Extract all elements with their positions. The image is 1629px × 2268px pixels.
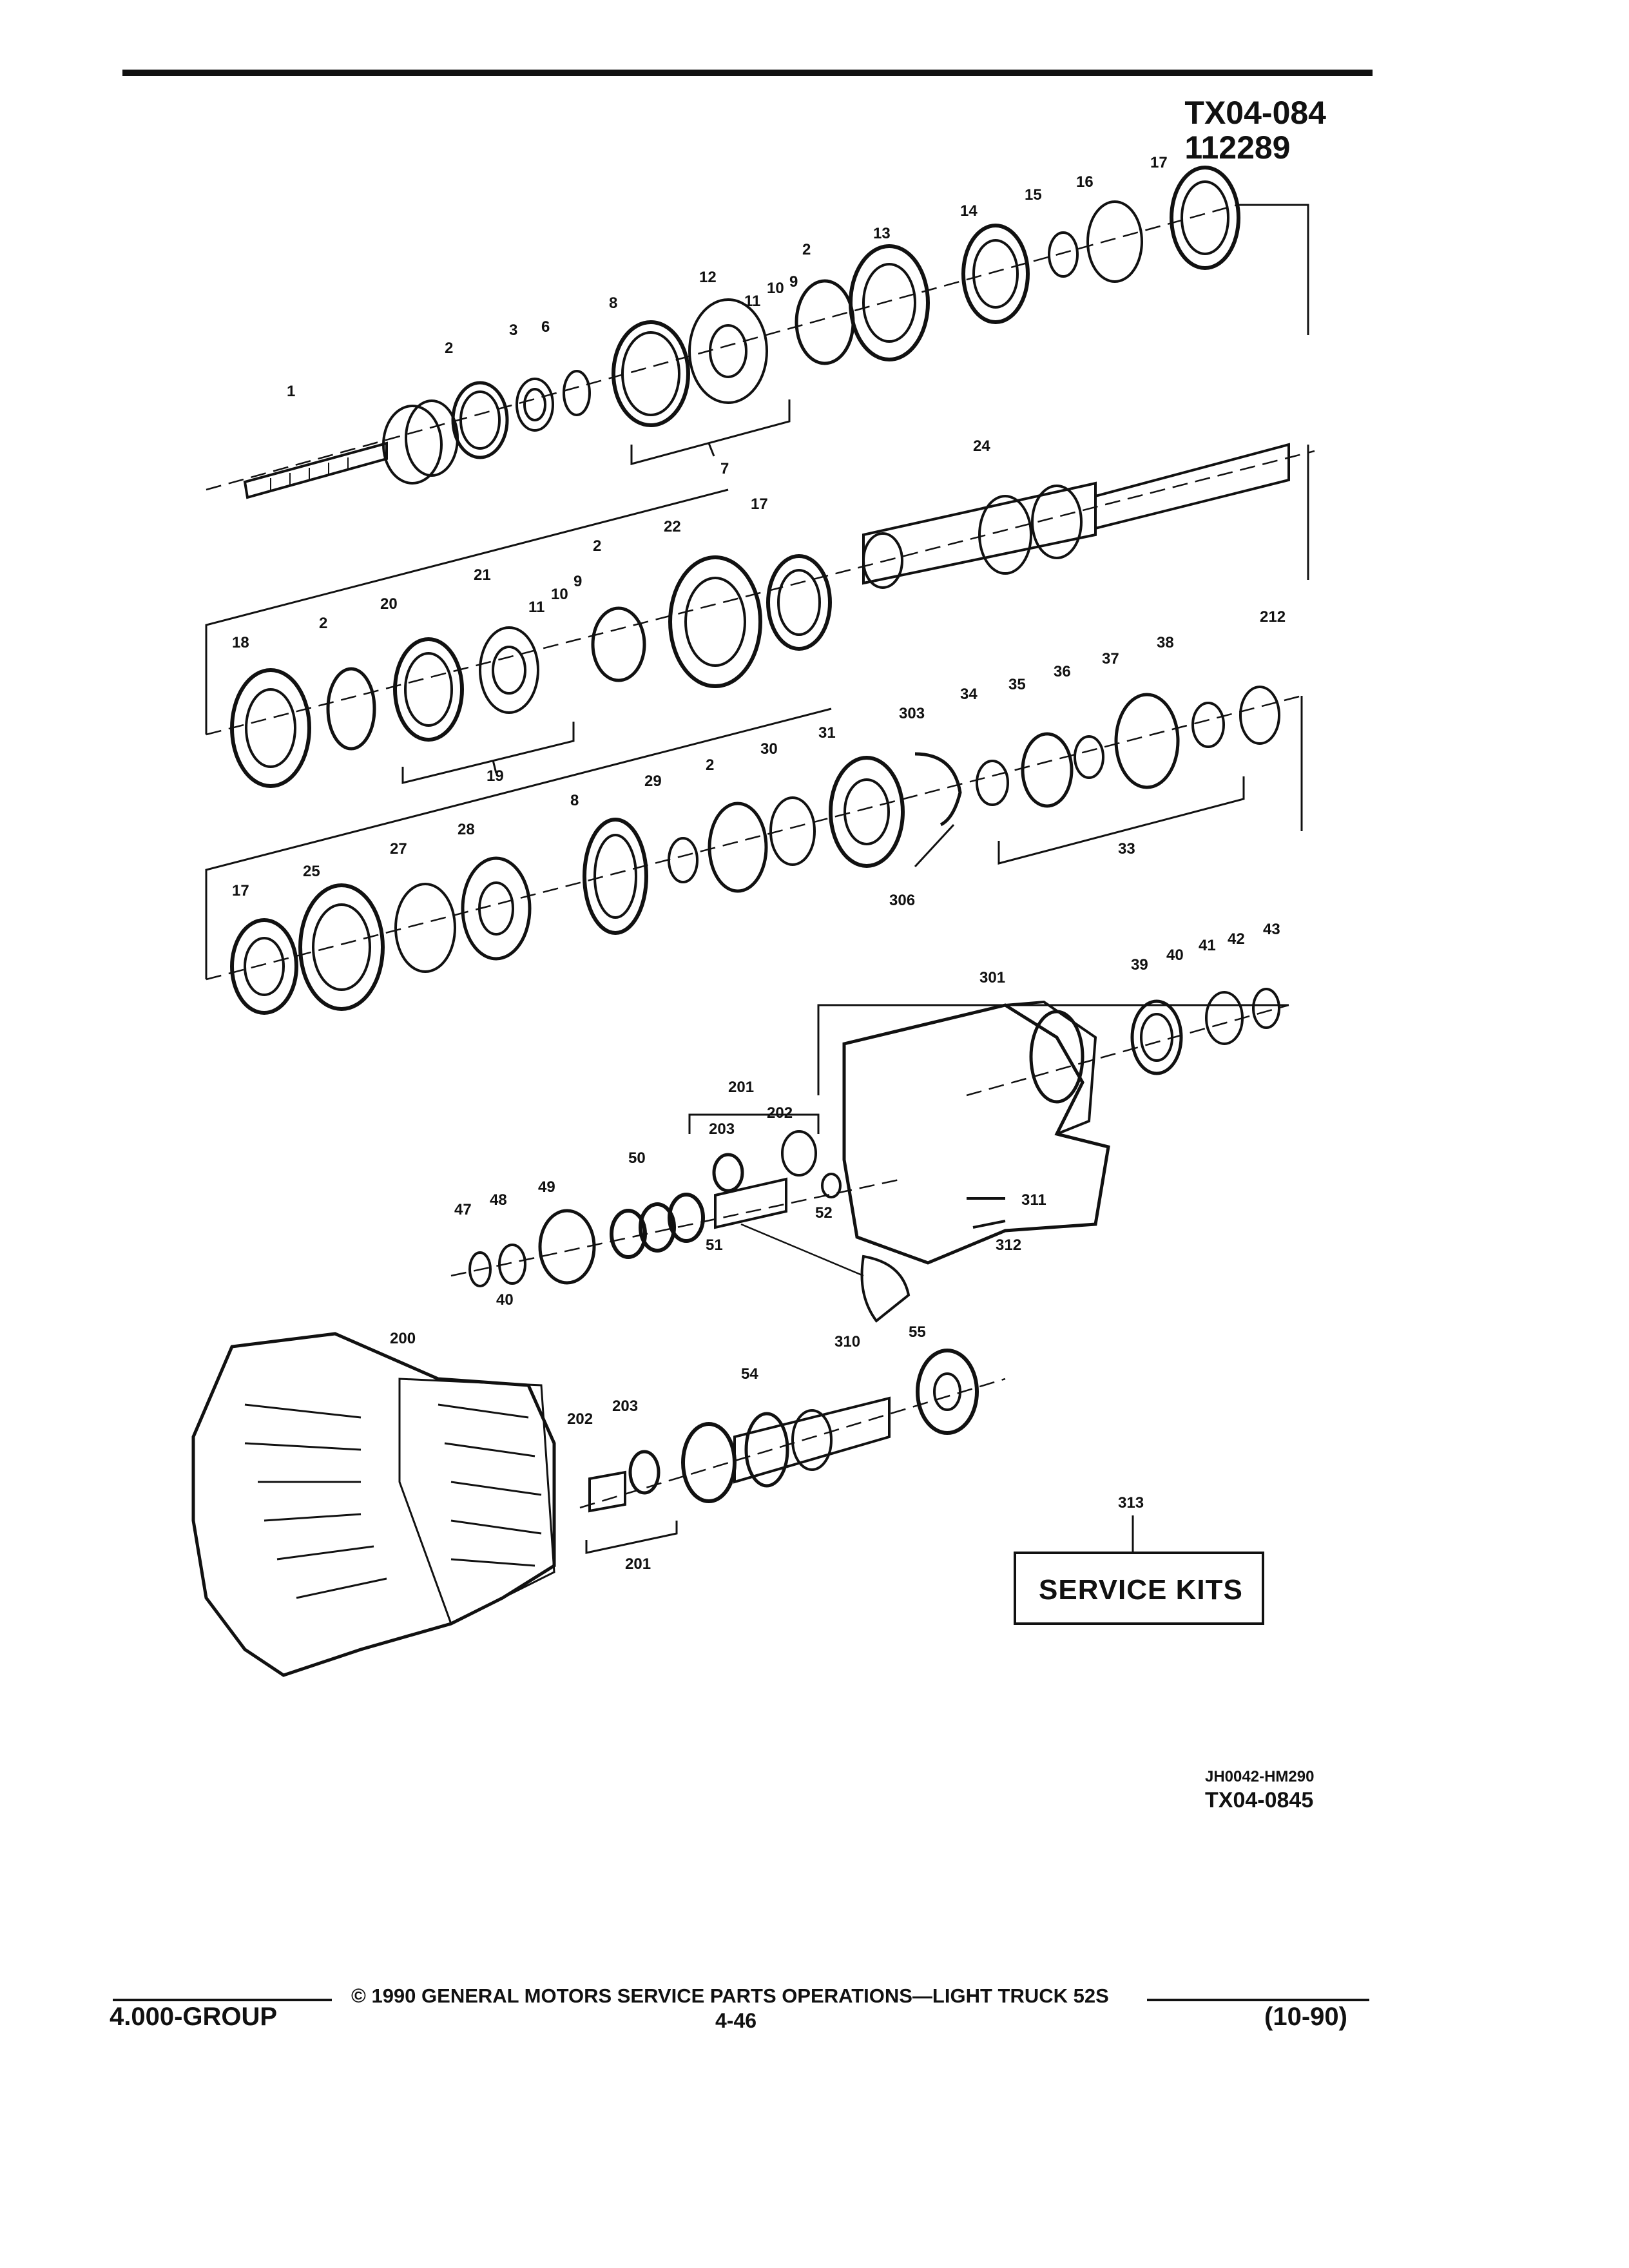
- callout-40b: 40: [496, 1291, 514, 1309]
- callout-41: 41: [1199, 937, 1216, 954]
- callout-47: 47: [454, 1201, 472, 1218]
- callout-200: 200: [390, 1330, 416, 1347]
- callout-6: 6: [541, 318, 550, 336]
- footer-page-number: 4-46: [715, 2009, 757, 2032]
- callout-30: 30: [760, 740, 778, 758]
- callout-306: 306: [889, 892, 915, 909]
- header-rule: [122, 70, 1373, 76]
- callout-52: 52: [815, 1204, 833, 1222]
- callout-15: 15: [1025, 186, 1042, 204]
- callout-22: 22: [664, 518, 681, 535]
- footer-group-number: 4.000-GROUP: [110, 2003, 278, 2031]
- callout-202a: 202: [767, 1104, 793, 1122]
- callout-labels: 1 2 3 6 8 12 11 10 9 2 13 14 15 16 17 7 …: [232, 154, 1286, 1573]
- callout-310: 310: [834, 1333, 860, 1350]
- callout-27: 27: [390, 840, 407, 858]
- input-shaft-splines: [270, 457, 349, 491]
- footer-rule-left: [113, 1999, 332, 2001]
- callout-2b: 2: [802, 241, 811, 258]
- callout-38: 38: [1157, 634, 1174, 651]
- callout-201a: 201: [728, 1079, 754, 1096]
- callout-31: 31: [818, 724, 836, 742]
- callout-13: 13: [873, 225, 891, 242]
- callout-11b: 11: [528, 599, 545, 616]
- illustration-code-line2: 112289: [1184, 130, 1291, 166]
- callout-24: 24: [973, 437, 990, 455]
- callout-17a: 17: [1150, 154, 1168, 171]
- callout-29: 29: [644, 773, 662, 790]
- illustration-code-top: TX04-084 112289: [1184, 95, 1326, 165]
- callout-25: 25: [303, 863, 320, 880]
- callout-9b: 9: [574, 573, 582, 590]
- callout-16: 16: [1076, 173, 1094, 191]
- callout-201b: 201: [625, 1555, 651, 1573]
- callout-11a: 11: [744, 293, 760, 310]
- callout-10a: 10: [767, 280, 784, 297]
- callout-33: 33: [1118, 840, 1135, 858]
- service-kits-callout: 313 SERVICE KITS: [1014, 1494, 1264, 1625]
- callout-202b: 202: [567, 1410, 593, 1428]
- callout-54: 54: [741, 1365, 758, 1383]
- callout-28: 28: [458, 821, 475, 838]
- callout-7: 7: [720, 460, 729, 477]
- callout-301: 301: [979, 969, 1005, 986]
- callout-39: 39: [1131, 956, 1148, 974]
- callout-50: 50: [628, 1149, 646, 1167]
- callout-21: 21: [474, 566, 491, 584]
- callout-9a: 9: [789, 273, 798, 291]
- callout-36: 36: [1054, 663, 1071, 680]
- illustration-code-bottom: JH0042-HM290 TX04-0845: [1205, 1765, 1314, 1812]
- callout-48: 48: [490, 1191, 507, 1209]
- callout-55: 55: [909, 1323, 926, 1341]
- callout-8b: 8: [570, 792, 579, 809]
- callout-19: 19: [487, 767, 504, 785]
- callout-1: 1: [287, 383, 295, 400]
- callout-17c: 17: [232, 882, 249, 899]
- callout-10b: 10: [551, 586, 568, 603]
- callout-311: 311: [1021, 1191, 1046, 1209]
- footer-date: (10-90): [1264, 2003, 1347, 2031]
- callout-20: 20: [380, 595, 398, 613]
- service-kit-number: 313: [1118, 1494, 1144, 1512]
- callout-203a: 203: [709, 1120, 735, 1138]
- illustration-code-main: TX04-0845: [1205, 1788, 1314, 1812]
- callout-18: 18: [232, 634, 249, 651]
- callout-40a: 40: [1166, 947, 1184, 964]
- footer-rule-right: [1147, 1999, 1369, 2001]
- callout-35: 35: [1008, 676, 1026, 693]
- callout-14: 14: [960, 202, 978, 220]
- callout-212: 212: [1260, 608, 1286, 626]
- callout-2c: 2: [593, 537, 601, 555]
- footer-copyright: © 1990 GENERAL MOTORS SERVICE PARTS OPER…: [351, 1984, 1109, 2007]
- illustration-code-line1: TX04-084: [1184, 95, 1326, 131]
- callout-203b: 203: [612, 1398, 638, 1415]
- callout-2d: 2: [319, 615, 327, 632]
- service-kits-label: SERVICE KITS: [1039, 1574, 1243, 1606]
- callout-3: 3: [509, 322, 517, 339]
- callout-303: 303: [899, 705, 925, 722]
- service-kits-box: [1014, 1552, 1264, 1625]
- callout-2e: 2: [706, 756, 714, 774]
- illustration-code-small: JH0042-HM290: [1205, 1768, 1315, 1785]
- callout-43: 43: [1263, 921, 1280, 938]
- callout-34: 34: [960, 686, 978, 703]
- callout-2a: 2: [445, 340, 453, 357]
- callout-312: 312: [996, 1236, 1021, 1254]
- callout-49: 49: [538, 1178, 555, 1196]
- callout-17b: 17: [751, 495, 768, 513]
- callout-51: 51: [706, 1236, 723, 1254]
- callout-12: 12: [699, 269, 717, 286]
- callout-8a: 8: [609, 294, 617, 312]
- callout-42: 42: [1228, 930, 1245, 948]
- callout-37: 37: [1102, 650, 1119, 668]
